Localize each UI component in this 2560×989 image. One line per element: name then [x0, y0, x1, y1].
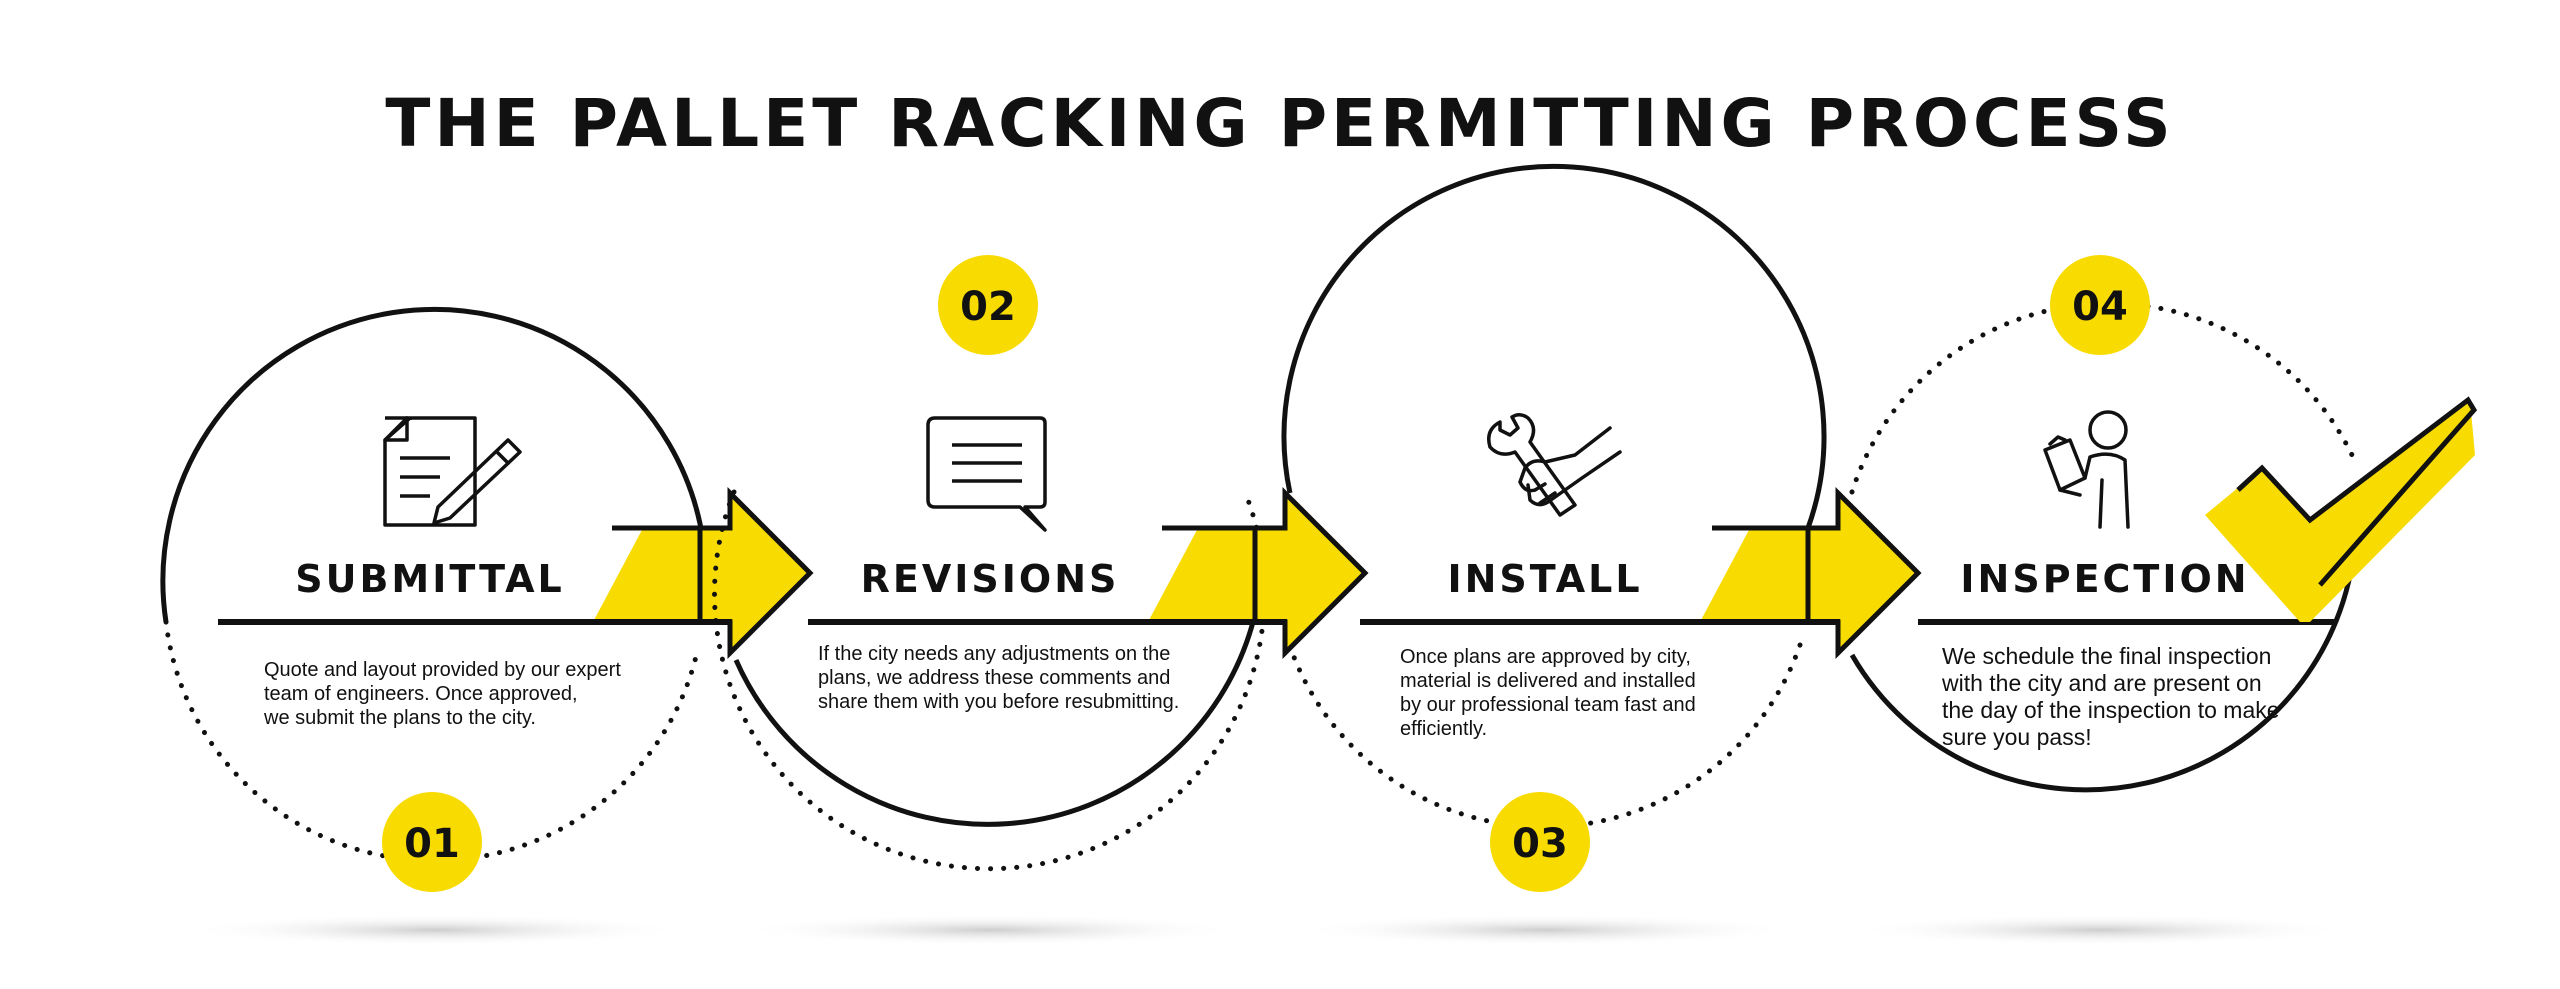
step-4-description-line: with the city and are present on [1941, 670, 2262, 696]
checkmark-outline [2236, 396, 2478, 587]
checkmark-icon [2205, 400, 2475, 622]
step-2-description-line: share them with you before resubmitting. [818, 691, 1179, 713]
step-4-description-line: sure you pass! [1942, 724, 2092, 750]
step-3-number-badge [1490, 792, 1590, 892]
step-2-arrow-head [1252, 486, 1369, 660]
step-1-description: Quote and layout provided by our expert … [263, 659, 626, 729]
step-1-yellow-ribbon [593, 528, 700, 622]
step-2-dotted-arc [712, 489, 1267, 872]
step-4-description: We schedule the final inspection with th… [1941, 643, 2286, 750]
step-1-shadow [185, 914, 685, 946]
step-2-yellow-ribbon [1148, 528, 1255, 622]
step-3-number: 03 [1512, 821, 1568, 867]
step-3-description-line: by our professional team fast and [1400, 694, 1696, 716]
step-3-description-line: efficiently. [1400, 718, 1487, 740]
step-2-shadow [740, 914, 1240, 946]
document-pencil-icon [383, 416, 522, 527]
step-2: REVISIONS If the city needs any adjustme… [712, 255, 1369, 872]
step-4-description-line: We schedule the final inspection [1942, 643, 2271, 669]
step-4-title: INSPECTION [1960, 557, 2249, 601]
step-1: SUBMITTAL Quote and layout provided by o… [160, 306, 814, 892]
step-2-description: If the city needs any adjustments on the… [818, 643, 1179, 713]
step-3-description-line: Once plans are approved by city, [1400, 646, 1691, 668]
step-3-title: INSTALL [1447, 557, 1642, 601]
step-1-description-line: team of engineers. Once approved, [264, 683, 578, 705]
step-1-title: SUBMITTAL [295, 557, 565, 601]
step-4-shadow [1850, 914, 2350, 946]
step-1-solid-arc [160, 306, 706, 623]
speech-bubble-icon [926, 416, 1047, 532]
inspector-clipboard-icon [2043, 410, 2130, 529]
step-2-number: 02 [960, 284, 1016, 330]
step-1-number: 01 [404, 821, 460, 867]
step-1-description-line: we submit the plans to the city. [263, 707, 536, 729]
page-title: THE PALLET RACKING PERMITTING PROCESS [385, 85, 2174, 162]
step-3: INSTALL Once plans are approved by city,… [1281, 163, 1922, 892]
step-1-arrow-head [697, 486, 814, 660]
step-2-title: REVISIONS [861, 557, 1120, 601]
step-1-description-line: Quote and layout provided by our expert [264, 659, 621, 681]
step-3-yellow-ribbon [1700, 528, 1808, 622]
step-4: INSPECTION We schedule the final inspect… [1849, 255, 2478, 793]
step-2-number-badge [938, 255, 1038, 355]
step-3-solid-arc [1281, 163, 1827, 529]
ground-shadows [185, 914, 2350, 946]
step-3-description-line: material is delivered and installed [1400, 670, 1696, 692]
step-2-description-line: If the city needs any adjustments on the [818, 643, 1170, 665]
step-2-solid-arc [733, 621, 1256, 827]
step-4-number-badge [2050, 255, 2150, 355]
step-3-description: Once plans are approved by city, materia… [1400, 646, 1701, 740]
step-2-description-line: plans, we address these comments and [818, 667, 1170, 689]
step-4-description-line: the day of the inspection to make [1942, 697, 2280, 723]
step-4-solid-arc [1849, 508, 2373, 793]
step-4-number: 04 [2072, 284, 2128, 330]
hand-wrench-icon [1487, 413, 1622, 517]
step-3-shadow [1295, 914, 1795, 946]
step-3-arrow-head [1805, 486, 1922, 660]
step-1-number-badge [382, 792, 482, 892]
